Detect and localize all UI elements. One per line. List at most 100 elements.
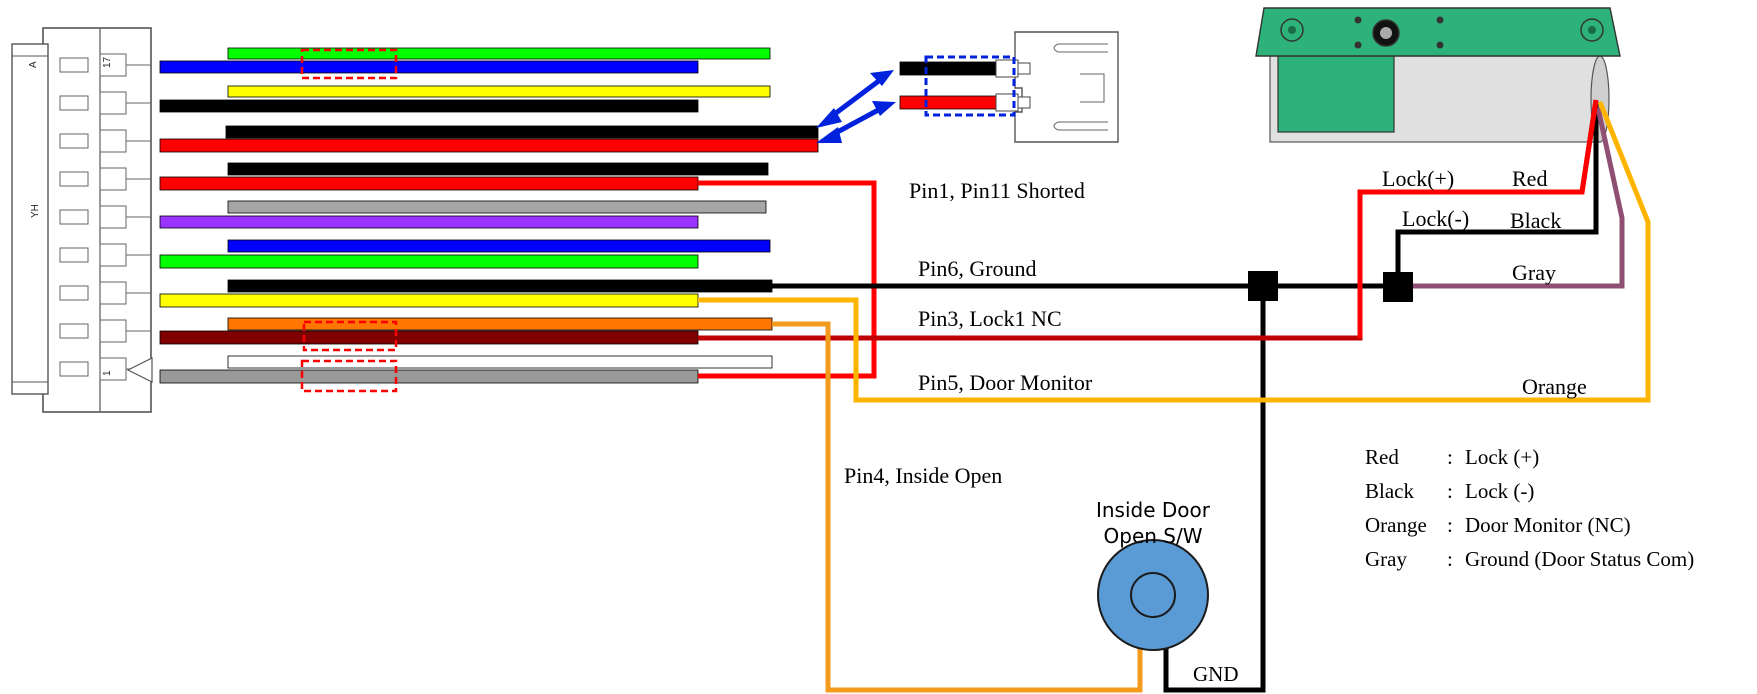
lock-body — [1277, 55, 1395, 133]
arrow-head-lower-right — [872, 101, 896, 116]
label-pin3: Pin3, Lock1 NC — [918, 306, 1062, 331]
arrow-head-upper-right — [870, 70, 894, 86]
wire-red-long — [159, 138, 819, 153]
connector-body — [42, 27, 152, 413]
inside-open-switch — [1097, 539, 1209, 651]
wire-gray — [227, 200, 767, 214]
label-gray: Gray — [1512, 260, 1556, 285]
legend-key-black: Black — [1365, 479, 1414, 503]
label-switch-line2: Open S/W — [1103, 524, 1203, 548]
wiring-lines — [698, 99, 1651, 693]
lock-screw-2 — [1354, 41, 1362, 49]
lock-mount-hole-right-inner — [1588, 26, 1596, 34]
highlight-box-bottom — [300, 359, 398, 393]
wire-black-long — [225, 125, 819, 139]
line-switch-gnd — [1163, 286, 1266, 693]
line-gray — [1398, 107, 1625, 289]
pin-slot — [59, 247, 89, 263]
jumper-highlight-box — [924, 55, 1016, 117]
legend-sep: : — [1447, 479, 1453, 503]
jumper-wire-red — [899, 95, 997, 110]
legend-value-orange: Door Monitor (NC) — [1465, 513, 1631, 537]
label-gnd: GND — [1193, 662, 1239, 686]
legend-sep: : — [1447, 513, 1453, 537]
label-pin4: Pin4, Inside Open — [844, 463, 1003, 488]
label-red: Red — [1512, 166, 1548, 191]
line-pin5-door-monitor — [698, 101, 1651, 403]
wire-yellow-pin4 — [159, 293, 699, 308]
wire-black-pin6 — [227, 279, 773, 293]
pin-slot — [59, 209, 89, 225]
jumper-latch-bottom — [1053, 121, 1108, 131]
connector-latch-top — [11, 43, 49, 57]
wire-blue — [159, 60, 699, 74]
legend-key-red: Red — [1365, 445, 1399, 469]
wire-violet — [159, 215, 699, 229]
pin-slot — [59, 323, 89, 339]
wire-dark-red-pin3 — [159, 330, 699, 345]
line-pin4-inside-open — [772, 321, 1143, 693]
legend-key-orange: Orange — [1365, 513, 1427, 537]
jumper-slot — [1080, 73, 1105, 103]
wire-black-2 — [227, 162, 769, 176]
wire-green — [227, 47, 771, 60]
jumper-wire-black — [899, 61, 997, 76]
wire-red-pin5 — [159, 176, 699, 191]
highlight-box-middle — [302, 320, 398, 352]
legend-row-gray: Gray: Ground (Door Status Com) — [1365, 542, 1694, 576]
shorting-arrows — [816, 70, 896, 143]
arrow-head-lower-left — [816, 127, 842, 143]
label-switch-line1: Inside Door — [1095, 498, 1210, 522]
label-orange: Orange — [1522, 374, 1587, 399]
lock-screw-3 — [1436, 16, 1444, 24]
legend-value-red: Lock (+) — [1465, 445, 1540, 469]
lock-screw-1 — [1354, 16, 1362, 24]
door-lock — [1255, 7, 1621, 143]
legend-key-gray: Gray — [1365, 547, 1407, 571]
pin-slot — [59, 133, 89, 149]
junction-lock — [1383, 272, 1413, 302]
jumper-connector — [899, 31, 1119, 143]
color-legend: Red:Lock (+) Black:Lock (-) Orange:Door … — [1365, 440, 1694, 576]
label-pin6: Pin6, Ground — [918, 256, 1037, 281]
jumper-pin-2 — [1017, 96, 1031, 109]
lock-screw-4 — [1436, 41, 1444, 49]
pin-slot — [59, 95, 89, 111]
legend-row-red: Red:Lock (+) — [1365, 440, 1694, 474]
junction-ground — [1248, 271, 1278, 301]
jumper-housing — [1014, 31, 1119, 143]
wire-white — [227, 355, 773, 369]
corner-label: A — [28, 61, 39, 68]
lock-mount-hole-left-inner — [1288, 26, 1296, 34]
legend-sep: : — [1447, 547, 1453, 571]
wire-orange — [227, 317, 773, 331]
pin-slot — [59, 361, 89, 377]
arrow-head-upper-left — [816, 108, 842, 128]
pin-slot — [59, 285, 89, 301]
highlight-boxes — [300, 48, 398, 393]
yh-connector: 17 1 A YH — [11, 27, 153, 413]
label-lock-plus: Lock(+) — [1382, 166, 1455, 191]
connector-pin-cells — [59, 53, 151, 381]
wire-green-2 — [159, 254, 699, 269]
pin-17-label: 17 — [102, 56, 113, 68]
line-lock-minus — [1395, 102, 1599, 286]
label-pin5: Pin5, Door Monitor — [918, 370, 1093, 395]
lock-bolt-inner — [1380, 27, 1392, 39]
label-black: Black — [1510, 208, 1562, 233]
legend-row-orange: Orange: Door Monitor (NC) — [1365, 508, 1694, 542]
connector-model-label: YH — [30, 204, 41, 218]
line-pin1-pin5-loop — [698, 180, 877, 379]
wire-blue-2 — [227, 239, 771, 253]
pin-slot — [59, 171, 89, 187]
jumper-pin-1 — [1017, 62, 1031, 75]
pin-1-label: 1 — [102, 370, 113, 376]
connector-flange — [11, 43, 49, 395]
legend-value-gray: Ground (Door Status Com) — [1465, 547, 1695, 571]
wire-yellow — [227, 85, 771, 98]
arrow-shaft-upper — [826, 78, 882, 121]
lock-faceplate — [1255, 7, 1621, 57]
line-lock-plus-red — [1357, 99, 1599, 338]
